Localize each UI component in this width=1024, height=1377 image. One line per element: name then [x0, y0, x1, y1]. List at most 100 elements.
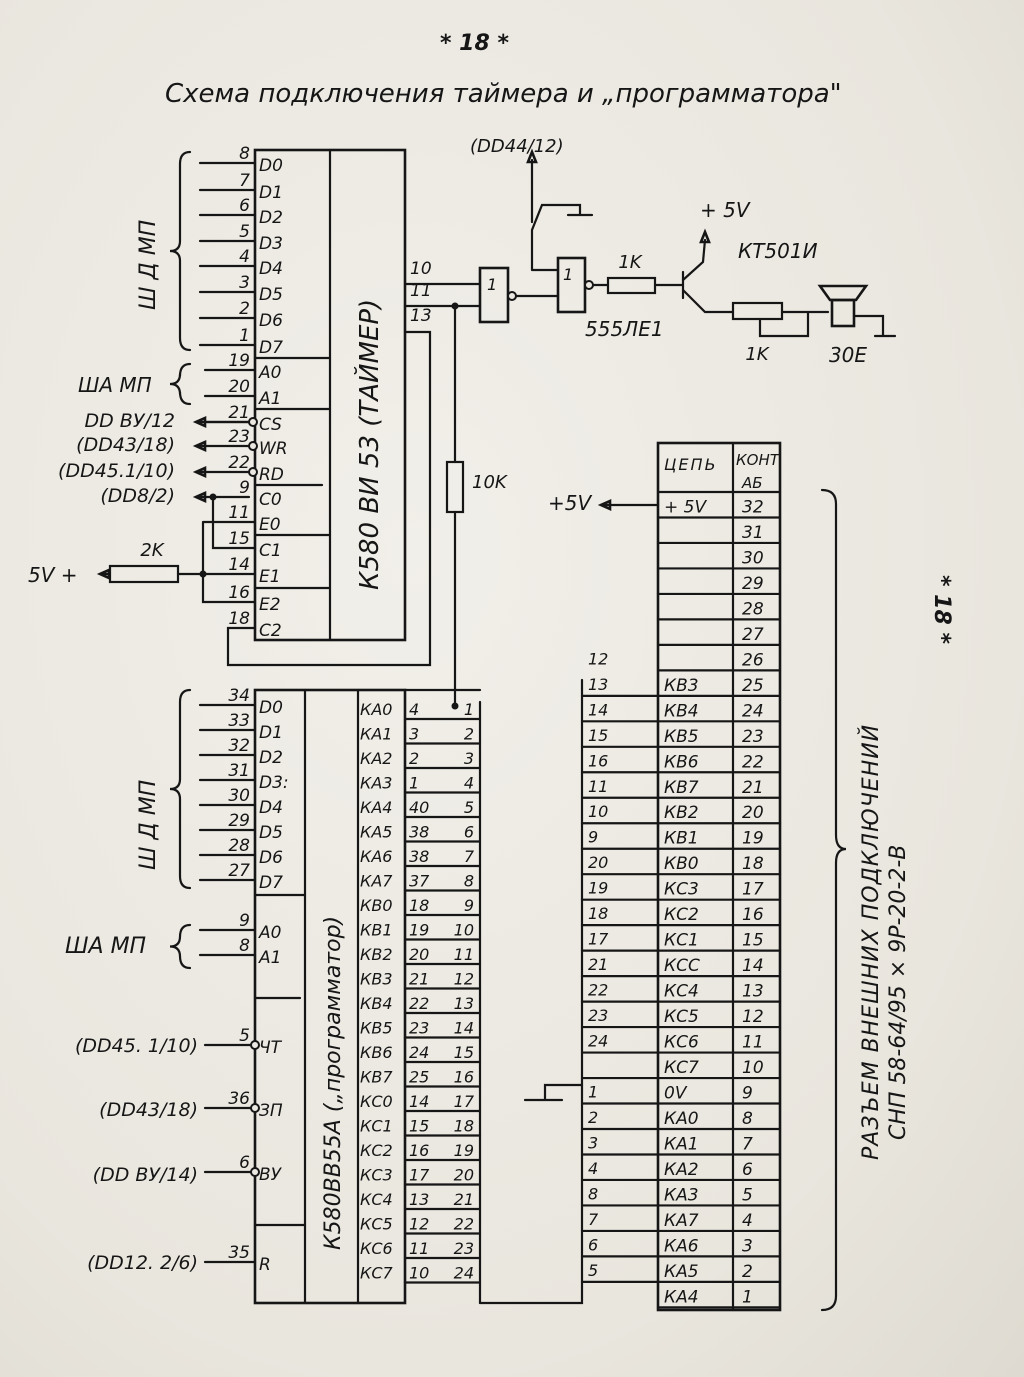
wiring-number: 16: [588, 751, 608, 770]
timer-pin-number: 4: [239, 247, 250, 267]
programmer-control-signal: (DD43/18): [99, 1099, 198, 1121]
arrow-icon: [597, 498, 612, 512]
connector-net-name: 0V: [664, 1084, 688, 1104]
inversion-bubble: [584, 280, 594, 290]
connector-wire-number: 12: [454, 970, 474, 989]
inversion-bubble: [248, 467, 258, 477]
connector-net-name: КС3: [664, 880, 699, 900]
wiring-number: 3: [588, 1133, 598, 1152]
wiring-number: 4: [588, 1159, 598, 1178]
wiring-number: 13: [588, 675, 608, 694]
timer-pin-number: 22: [228, 453, 250, 473]
supply-plus-5v-label: + 5V: [700, 198, 751, 222]
connector-wire-number: 13: [454, 994, 474, 1013]
connector-wire-number: 23: [454, 1239, 474, 1258]
timer-control-signal: (DD45.1/10): [58, 460, 175, 482]
programmer-pin-number: 28: [228, 836, 250, 856]
connector-brace-icon: [820, 488, 847, 1312]
programmer-port-name: КА7: [360, 872, 393, 891]
programmer-port-pin: 12: [409, 1215, 429, 1234]
timer-pin-number: 23: [228, 427, 250, 447]
connector-net-name: КА3: [664, 1185, 699, 1205]
programmer-port-pin: 15: [409, 1117, 429, 1136]
programmer-pin-name: ЗП: [259, 1101, 283, 1121]
timer-data-bus-label: Ш Д МП: [136, 220, 161, 310]
connector-pin-number: 25: [742, 676, 764, 696]
programmer-port-pin: 21: [409, 970, 429, 989]
programmer-port-pin: 22: [409, 994, 429, 1013]
wiring-number: 12: [588, 649, 608, 668]
connector-table: [656, 441, 782, 1312]
resistor-base-label: 1K: [618, 252, 642, 273]
programmer-port-name: КА2: [360, 749, 392, 768]
timer-pin-name: C1: [259, 541, 282, 561]
timer-pin-name: D6: [259, 311, 283, 331]
programmer-pin-name: D7: [259, 873, 283, 893]
programmer-control-signal: (DD12. 2/6): [87, 1252, 198, 1274]
wiring-number: 21: [588, 955, 608, 974]
page-number: * 18 *: [440, 31, 509, 56]
timer-pin-number: 1: [239, 326, 250, 346]
connector-pin-number: 4: [742, 1211, 753, 1231]
connector-title-line2: СНП 58-64/95 × 9Р-20-2-В: [886, 845, 911, 1140]
timer-pin-name: D4: [259, 259, 283, 279]
connector-net-name: КА6: [664, 1236, 699, 1256]
connector-pin-number: 20: [742, 803, 764, 823]
connector-pin-number: 29: [742, 574, 764, 594]
programmer-pin-name: R: [259, 1255, 271, 1275]
timer-pin-name: C0: [259, 490, 282, 510]
timer-pin-name: D3: [259, 234, 283, 254]
connector-net-name: + 5V: [664, 497, 707, 517]
arrow-icon: [192, 439, 207, 453]
transistor-label: КТ501И: [738, 239, 818, 263]
connector-pin-number: 11: [742, 1033, 764, 1053]
arrow-icon: [192, 490, 207, 504]
programmer-port-name: КА6: [360, 847, 392, 866]
programmer-port-name: КВ4: [360, 994, 393, 1013]
connector-pin-number: 1: [742, 1287, 753, 1307]
timer-chip-name: К580 ВИ 53 (ТАЙМЕР): [353, 299, 385, 590]
resistor-out-label: 1K: [745, 344, 769, 365]
connector-net-name: КС4: [664, 982, 699, 1002]
wiring-number: 1: [588, 1083, 598, 1102]
resistor-out-1k: [731, 301, 784, 321]
programmer-pin-name: D6: [259, 848, 283, 868]
connector-pin-number: 12: [742, 1007, 764, 1027]
ground-icon: [852, 314, 897, 338]
timer-pin-number: 21: [228, 403, 250, 423]
connector-pin-number: 27: [742, 625, 764, 645]
connector-pin-number: 8: [742, 1109, 753, 1129]
connector-pin-number: 15: [742, 931, 764, 951]
timer-output-number: 11: [410, 281, 432, 301]
timer-pin-name: D0: [259, 156, 283, 176]
programmer-port-name: КС2: [360, 1141, 393, 1160]
gate-wire: [211, 495, 257, 550]
programmer-port-pin: 13: [409, 1190, 429, 1209]
programmer-pin-name: D3:: [259, 773, 289, 793]
timer-pin-number: 19: [228, 351, 250, 371]
timer-pin-name: A1: [258, 389, 281, 409]
wiring-number: 8: [588, 1184, 598, 1203]
connector-pin-number: 28: [742, 599, 764, 619]
connector-net-name: КВ6: [664, 752, 699, 772]
programmer-pin-name: ВУ: [259, 1165, 283, 1185]
programmer-pin-name: D5: [259, 823, 283, 843]
programmer-port-name: КВ0: [360, 896, 393, 915]
inversion-bubble: [250, 1167, 260, 1177]
timer-pin-number: 11: [228, 503, 250, 523]
programmer-pin-number: 34: [228, 686, 250, 706]
connector-pin-number: 23: [742, 727, 764, 747]
wiring-number: 10: [588, 802, 608, 821]
connector-pin-number: 2: [742, 1262, 753, 1282]
programmer-port-pin: 37: [409, 872, 430, 891]
connector-net-name: КА2: [664, 1160, 699, 1180]
connector-pin-number: 19: [742, 829, 764, 849]
programmer-pin-number: 27: [228, 861, 250, 881]
connector-net-name: КВ3: [664, 676, 699, 696]
inversion-bubble: [250, 1040, 260, 1050]
speaker-icon: [817, 284, 869, 302]
resistor-2k: [108, 564, 180, 584]
enable-switch: [530, 203, 594, 272]
programmer-pin-name: D4: [259, 798, 283, 818]
